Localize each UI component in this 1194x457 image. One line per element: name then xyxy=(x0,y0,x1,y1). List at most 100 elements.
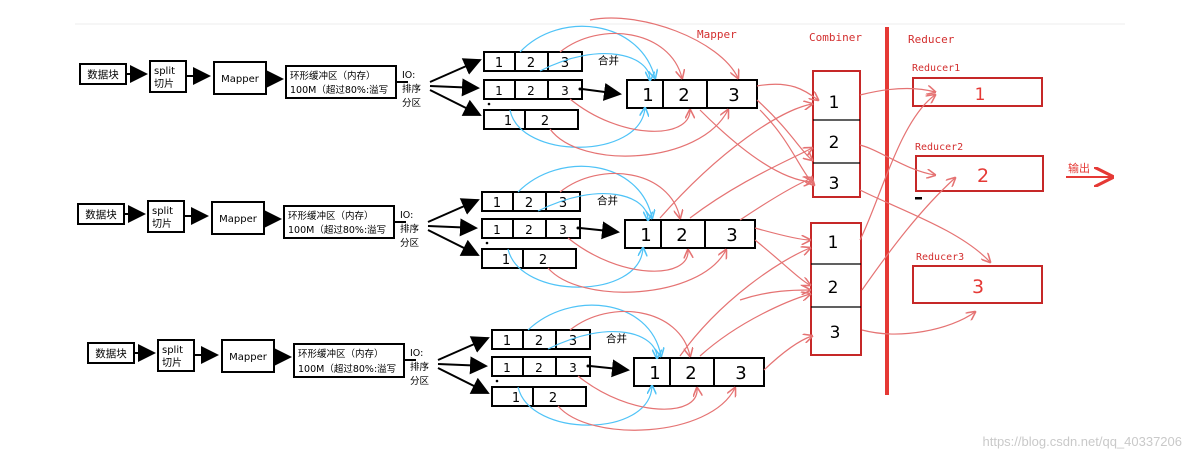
reducer-2-value: 2 xyxy=(977,165,989,187)
svg-text:2: 2 xyxy=(525,223,533,237)
reducer-2: Reducer2 2 xyxy=(915,142,1044,200)
svg-text:1: 1 xyxy=(504,114,512,129)
svg-text:2: 2 xyxy=(525,196,533,211)
ring-buffer-size: 100M（超过80%:溢写 xyxy=(290,84,388,96)
header-reducer: Reducer xyxy=(908,33,955,46)
svg-text:2: 2 xyxy=(535,361,543,375)
header-combiner: Combiner xyxy=(809,31,862,44)
pipeline-row-2: 数据块 split 切片 Mapper 环形缓冲区（内存） 100M（超过80%… xyxy=(77,165,756,293)
svg-text:3: 3 xyxy=(829,174,840,194)
ring-buffer-size: 100M（超过80%:溢写 xyxy=(298,363,396,375)
spill-file-3: 1 2 xyxy=(491,386,587,407)
svg-text:1: 1 xyxy=(502,253,510,268)
spill-file-2: 1 2 3 xyxy=(481,218,581,245)
output-label: 输出 xyxy=(1068,161,1090,175)
merged-file: 1 2 3 xyxy=(633,357,765,387)
svg-text:2: 2 xyxy=(828,278,839,298)
spill-file-2: 1 2 3 xyxy=(491,356,591,383)
svg-text:1: 1 xyxy=(512,391,520,406)
merge-label: 合并 xyxy=(597,194,618,207)
split-label-cn: 切片 xyxy=(152,217,172,230)
data-block-label: 数据块 xyxy=(95,347,127,360)
spill-file-1: 1 2 3 xyxy=(481,191,581,212)
sort-label: 排序 xyxy=(402,83,422,95)
svg-text:1: 1 xyxy=(495,84,503,98)
svg-text:2: 2 xyxy=(527,56,535,71)
split-label: split xyxy=(162,345,183,356)
svg-text:3: 3 xyxy=(569,334,577,349)
io-label: IO: xyxy=(410,348,423,359)
partition-label: 分区 xyxy=(400,238,420,249)
data-block-label: 数据块 xyxy=(85,208,117,221)
ring-buffer-size: 100M（超过80%:溢写 xyxy=(288,224,386,236)
split-label: split xyxy=(152,206,173,217)
merged-file: 1 2 3 xyxy=(624,219,756,249)
pipeline-row-1: 数据块 split 切片 Mapper 环形缓冲区（内存） 100M（超过80%… xyxy=(79,17,758,157)
svg-text:1: 1 xyxy=(828,233,839,253)
svg-text:3: 3 xyxy=(559,223,567,237)
svg-text:3: 3 xyxy=(830,323,841,343)
watermark: https://blog.csdn.net/qq_40337206 xyxy=(982,434,1183,449)
combiner-2: 1 2 3 xyxy=(810,222,862,356)
split-label-cn: 切片 xyxy=(154,77,174,90)
sort-label: 排序 xyxy=(410,361,430,373)
svg-text:3: 3 xyxy=(569,361,577,375)
svg-text:2: 2 xyxy=(539,253,547,268)
merged-file: 1 2 3 xyxy=(626,79,758,109)
pipeline-row-3: 数据块 split 切片 Mapper 环形缓冲区（内存） 100M（超过80%… xyxy=(87,304,765,431)
svg-text:2: 2 xyxy=(829,133,840,153)
svg-text:3: 3 xyxy=(735,363,746,384)
reducer-1-label: Reducer1 xyxy=(912,63,960,74)
svg-text:2: 2 xyxy=(549,391,557,406)
reducer-1: Reducer1 1 xyxy=(912,63,1043,107)
svg-text:3: 3 xyxy=(728,85,739,106)
split-label: split xyxy=(154,66,175,77)
svg-text:1: 1 xyxy=(495,56,503,71)
ring-buffer-label: 环形缓冲区（内存） xyxy=(290,70,376,82)
data-block-label: 数据块 xyxy=(87,68,119,81)
svg-text:2: 2 xyxy=(535,334,543,349)
svg-text:2: 2 xyxy=(678,85,689,106)
svg-text:3: 3 xyxy=(561,56,569,71)
mapper-label: Mapper xyxy=(221,74,260,85)
svg-text:1: 1 xyxy=(493,196,501,211)
reducer-3: Reducer3 3 xyxy=(912,252,1043,304)
reducer-2-label: Reducer2 xyxy=(915,142,963,153)
mapper-label: Mapper xyxy=(219,214,258,225)
spill-file-3: 1 2 xyxy=(481,248,577,269)
spill-file-1: 1 2 3 xyxy=(491,329,591,350)
merge-label: 合并 xyxy=(606,332,627,345)
mapper-to-combiner-arrows xyxy=(659,83,818,371)
reducer-3-label: Reducer3 xyxy=(916,252,964,263)
spill-file-1: 1 2 3 xyxy=(483,51,583,72)
svg-text:1: 1 xyxy=(640,225,651,246)
io-label: IO: xyxy=(400,210,413,221)
svg-text:1: 1 xyxy=(829,93,840,113)
partition-label: 分区 xyxy=(402,98,422,109)
ring-buffer-label: 环形缓冲区（内存） xyxy=(298,348,384,360)
svg-text:1: 1 xyxy=(649,363,660,384)
svg-text:2: 2 xyxy=(685,363,696,384)
combiner-1: 1 2 3 xyxy=(812,70,861,198)
io-label: IO: xyxy=(402,70,415,81)
spill-file-3: 1 2 xyxy=(483,109,579,130)
mapper-label: Mapper xyxy=(229,352,268,363)
header-mapper: Mapper xyxy=(697,28,737,41)
svg-text:2: 2 xyxy=(541,114,549,129)
svg-text:2: 2 xyxy=(527,84,535,98)
ring-buffer-label: 环形缓冲区（内存） xyxy=(288,210,374,222)
svg-text:3: 3 xyxy=(559,196,567,211)
svg-text:3: 3 xyxy=(726,225,737,246)
svg-text:3: 3 xyxy=(561,84,569,98)
split-label-cn: 切片 xyxy=(162,356,182,369)
svg-text:1: 1 xyxy=(493,223,501,237)
sort-label: 排序 xyxy=(400,223,420,235)
reducer-3-value: 3 xyxy=(972,276,984,298)
svg-text:1: 1 xyxy=(503,334,511,349)
reducer-1-value: 1 xyxy=(975,85,986,105)
merge-label: 合并 xyxy=(598,54,619,67)
combiner-to-reducer-arrows xyxy=(859,89,990,335)
svg-text:1: 1 xyxy=(642,85,653,106)
partition-label: 分区 xyxy=(410,376,430,387)
